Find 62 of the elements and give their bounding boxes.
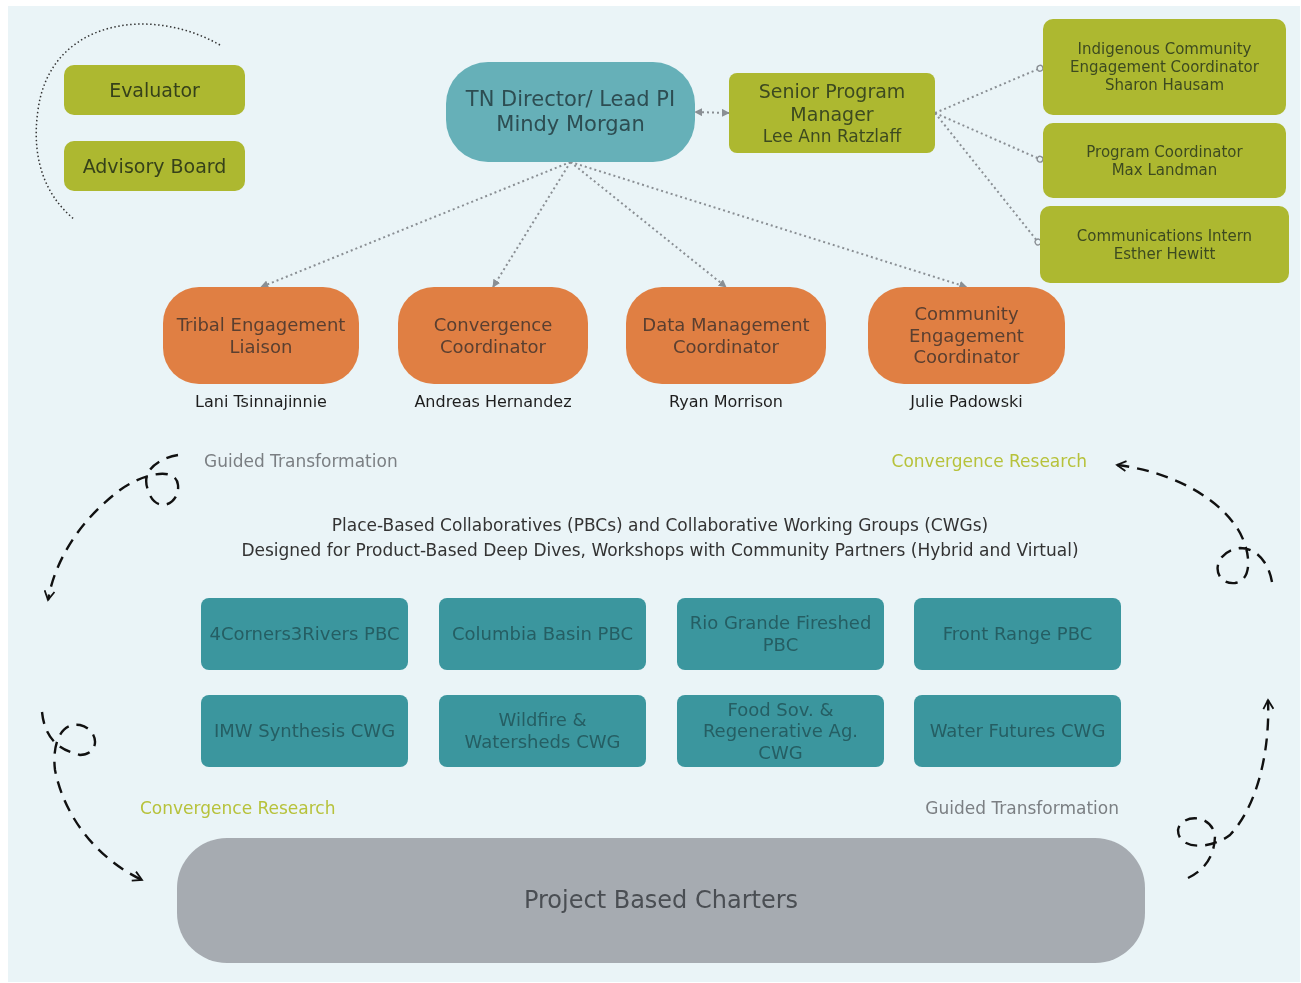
role-box (1043, 19, 1286, 115)
cycle-label: Guided Transformation (925, 798, 1119, 818)
role-box (729, 73, 935, 153)
role-title: Convergence Coordinator (432, 313, 554, 358)
group-box (439, 695, 646, 767)
role-box (398, 287, 588, 384)
dotted-connector (934, 112, 1042, 246)
role-title: Project Based Charters (523, 886, 799, 915)
role-title: Columbia Basin PBC (451, 623, 633, 645)
person-name: Esther Hewitt (1113, 244, 1216, 263)
person-name: Max Landman (1111, 160, 1218, 179)
dotted-connector (934, 112, 1044, 163)
dotted-connector (569, 161, 968, 289)
group-box (677, 598, 884, 670)
group-box (201, 598, 408, 670)
role-box (446, 62, 695, 162)
group-box (439, 598, 646, 670)
person-name: Lee Ann Ratzlaff (762, 125, 902, 146)
role-title: Tribal Engagement Liaison (175, 313, 347, 358)
role-title: Data Management Coordinator (641, 313, 811, 358)
dotted-connector (569, 161, 727, 288)
person-name: Ryan Morrison (668, 392, 784, 411)
group-box (201, 695, 408, 767)
role-box (1043, 123, 1286, 198)
person-name: Lani Tsinnajinnie (194, 392, 328, 411)
role-title: TN Director/ Lead PI (465, 86, 676, 112)
role-box (868, 287, 1065, 384)
group-box (677, 695, 884, 767)
group-box (914, 695, 1121, 767)
role-title: 4Corners3Rivers PBC (209, 623, 400, 645)
role-box (163, 287, 359, 384)
role-title: Indigenous Community Engagement Coordinator (1069, 40, 1260, 76)
role-title: Wildfire & Watersheds CWG (463, 709, 622, 753)
cycle-label: Convergence Research (891, 451, 1087, 471)
role-box (626, 287, 826, 384)
board-box (64, 141, 245, 191)
person-name: Sharon Hausam (1104, 76, 1225, 94)
role-title: Front Range PBC (942, 623, 1093, 645)
dotted-connector (934, 64, 1044, 114)
heading-text: Designed for Product-Based Deep Dives, Workshops with Community Partners (Hybrid and Virtual) (240, 540, 1080, 560)
person-name: Julie Padowski (908, 392, 1024, 411)
role-title: Program Coordinator (1086, 142, 1243, 161)
role-title: Senior Program Manager (757, 80, 907, 126)
cycle-label: Guided Transformation (204, 451, 398, 471)
dotted-connector (694, 108, 730, 117)
role-title: Food Sov. & Regenerative Ag. CWG (701, 698, 860, 764)
role-title: Advisory Board (82, 154, 227, 178)
heading-text: Place-Based Collaboratives (PBCs) and Collaborative Working Groups (CWGs) (330, 515, 990, 535)
role-box (1040, 206, 1289, 283)
role-title: Community Engagement Coordinator (908, 303, 1025, 368)
board-box (64, 65, 245, 115)
role-title: Rio Grande Fireshed PBC (688, 612, 873, 656)
dotted-connector (492, 161, 572, 288)
role-title: Evaluator (109, 78, 200, 102)
person-name: Andreas Hernandez (413, 392, 573, 411)
role-title: Water Futures CWG (929, 720, 1106, 742)
charters-box (177, 838, 1145, 963)
role-title: Communications Intern (1076, 226, 1253, 245)
group-box (914, 598, 1121, 670)
cycle-label: Convergence Research (140, 798, 336, 818)
role-title: IMW Synthesis CWG (213, 720, 396, 742)
person-name: Mindy Morgan (496, 112, 645, 138)
